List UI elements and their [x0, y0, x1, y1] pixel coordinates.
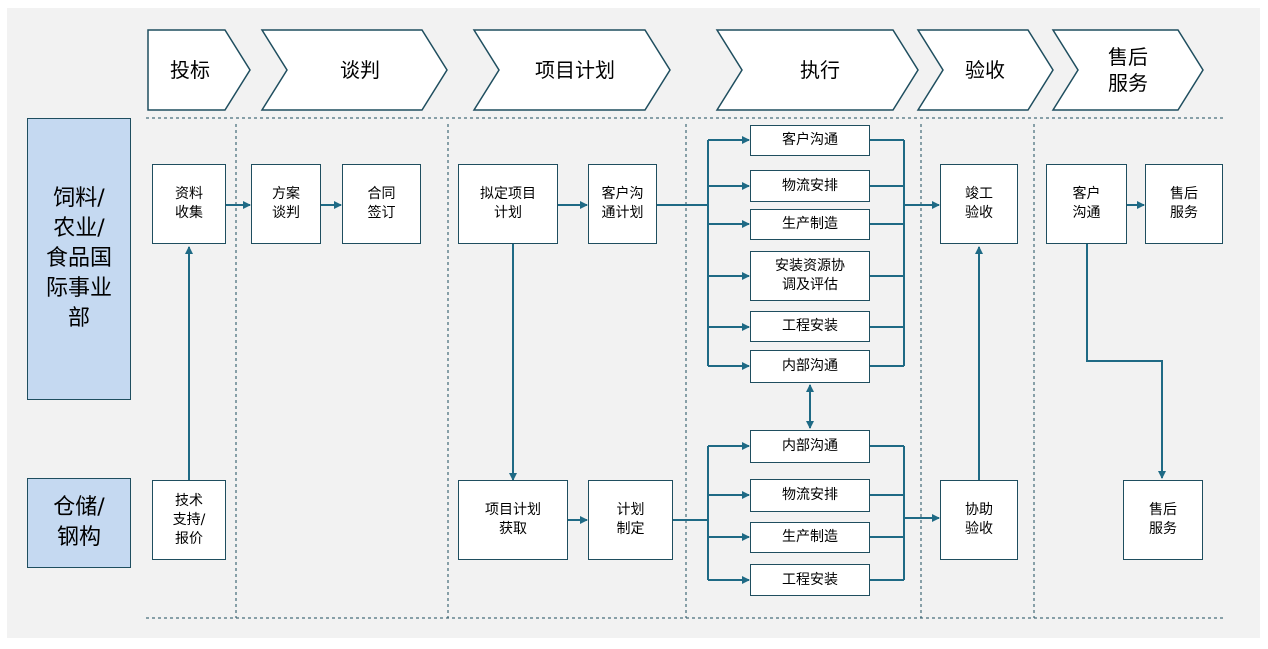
- box-plan-make: 计划 制定: [588, 480, 673, 560]
- stage-label-bid: 投标: [170, 58, 210, 82]
- department-feed-agri-food: 饲料/ 农业/ 食品国 际事业 部: [27, 118, 131, 400]
- box-exec-logistics: 物流安排: [750, 170, 870, 202]
- box-exec-resource: 安装资源协 调及评估: [750, 251, 870, 301]
- dividers: [146, 117, 1225, 619]
- stage-label-execution: 执行: [800, 58, 840, 82]
- chevron-planning: [472, 29, 671, 111]
- box-negotiate: 方案 谈判: [251, 164, 321, 244]
- stage-label-acceptance: 验收: [965, 58, 1005, 82]
- box-exec-production: 生产制造: [750, 209, 870, 240]
- box-client-plan: 客户沟 通计划: [588, 164, 657, 244]
- box-exec-internal-bottom: 内部沟通: [750, 430, 870, 463]
- stage-chevrons: [147, 29, 1204, 111]
- department-storage-steel: 仓储/ 钢构: [27, 478, 131, 568]
- box-draft-plan: 拟定项目 计划: [458, 164, 558, 244]
- box-collect: 资料 收集: [152, 164, 226, 244]
- box-contract: 合同 签订: [342, 164, 421, 244]
- box-exec-logistics-bottom: 物流安排: [750, 479, 870, 512]
- box-exec-internal: 内部沟通: [750, 350, 870, 383]
- box-tech-support: 技术 支持/ 报价: [152, 480, 226, 560]
- box-plan-obtain: 项目计划 获取: [458, 480, 568, 560]
- chevron-aftersales: [1051, 29, 1204, 111]
- box-after-sales-bottom: 售后 服务: [1123, 480, 1203, 560]
- box-exec-client-comm: 客户沟通: [750, 125, 870, 156]
- box-exec-install: 工程安装: [750, 311, 870, 342]
- stage-label-planning: 项目计划: [535, 58, 615, 82]
- box-after-sales-top: 售后 服务: [1145, 164, 1223, 244]
- box-exec-production-bottom: 生产制造: [750, 522, 870, 553]
- box-exec-install-bottom: 工程安装: [750, 564, 870, 596]
- box-assist-accept: 协助 验收: [940, 480, 1018, 560]
- connectors: [185, 136, 1166, 584]
- box-completion: 竣工 验收: [940, 164, 1018, 244]
- chevron-execution: [715, 29, 919, 111]
- box-client-comm: 客户 沟通: [1046, 164, 1127, 244]
- chevron-acceptance: [916, 29, 1054, 111]
- stage-label-aftersales: 售后 服务: [1108, 45, 1148, 95]
- chevron-negotiation: [260, 29, 448, 111]
- stage-label-negotiation: 谈判: [340, 58, 380, 82]
- chevron-bid: [147, 29, 251, 111]
